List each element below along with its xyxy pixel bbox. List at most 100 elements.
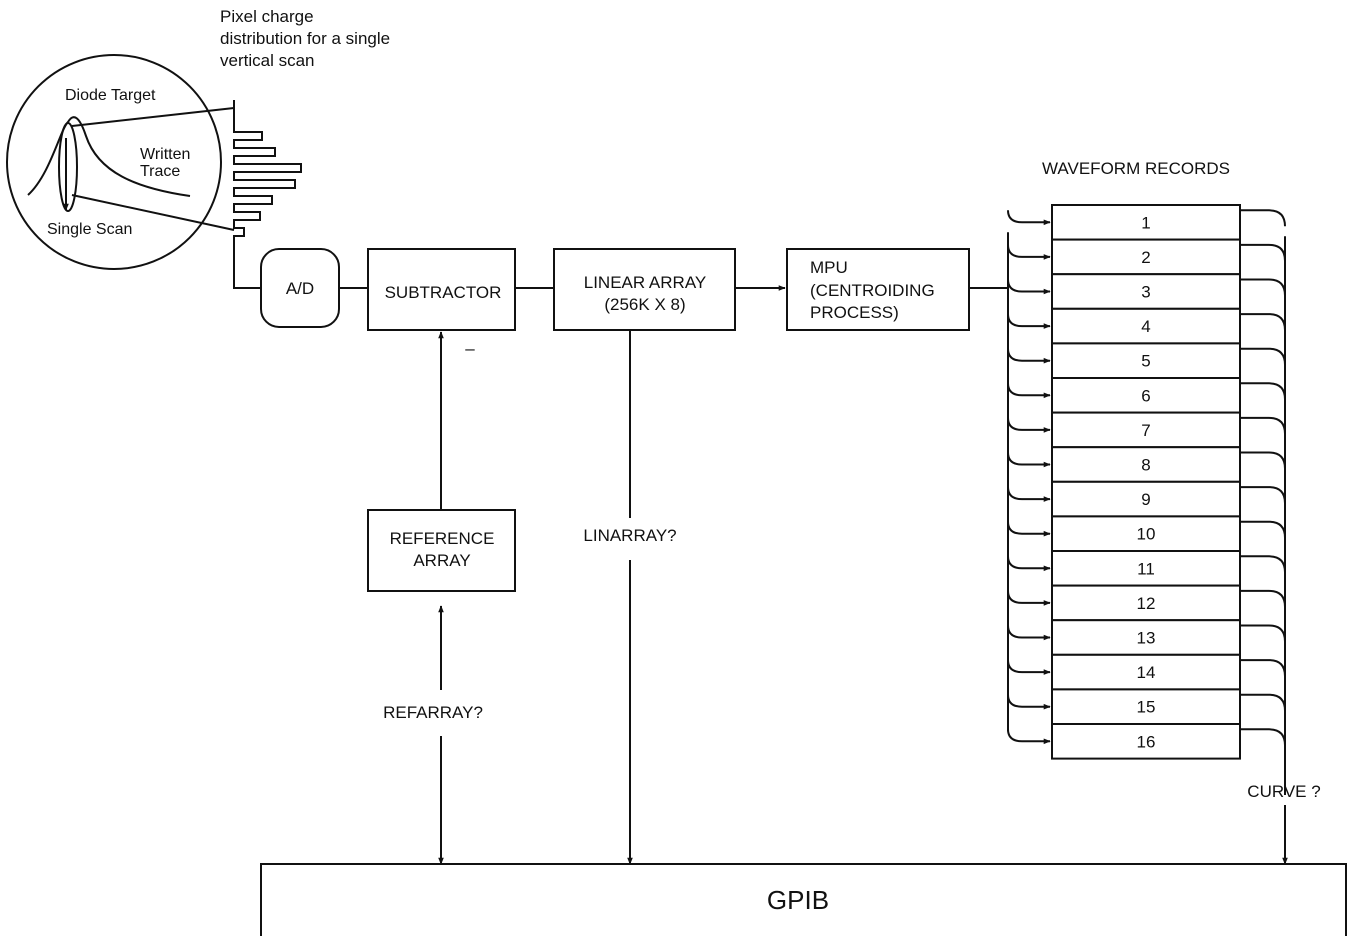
waveform-record-row <box>1051 584 1241 622</box>
single-scan-ellipse <box>58 122 78 212</box>
written-trace-label-2: Trace <box>140 163 180 180</box>
waveform-record-label: 9 <box>1141 490 1150 509</box>
waveform-record-row <box>1051 238 1241 276</box>
annotation-line-3: vertical scan <box>220 51 314 70</box>
waveform-record-label: 12 <box>1137 594 1156 613</box>
linarray-query-label: LINARRAY? <box>583 526 676 545</box>
waveform-record-row <box>1051 619 1241 656</box>
diode-target-label: Diode Target <box>65 87 156 104</box>
waveform-output-line <box>1240 693 1286 711</box>
signal-connectors <box>339 285 1008 510</box>
mpu-label-1: MPU <box>810 258 848 277</box>
gpib-block: GPIB <box>260 863 1347 936</box>
waveform-record-label: 15 <box>1137 698 1156 717</box>
linear-array-block: LINEAR ARRAY (256K X 8) <box>553 248 736 331</box>
waveform-record-label: 1 <box>1141 213 1150 232</box>
waveform-feed-arrow <box>1007 210 1051 226</box>
waveform-record-label: 8 <box>1141 456 1150 475</box>
projection-line-bottom <box>71 194 235 231</box>
diode-target: Diode Target Written Trace Single Scan <box>6 54 235 270</box>
waveform-output-line <box>1240 555 1286 573</box>
gpib-label: GPIB <box>767 885 829 915</box>
pixel-charge-annotation: Pixel charge distribution for a single v… <box>220 7 390 70</box>
annotation-line-1: Pixel charge <box>220 7 314 26</box>
waveform-feed-arrow <box>1007 314 1051 329</box>
waveform-output-line <box>1240 416 1286 434</box>
waveform-output-line <box>1240 278 1286 296</box>
ad-converter-label: A/D <box>286 279 314 298</box>
linear-array-label-2: (256K X 8) <box>604 295 685 314</box>
waveform-record-row <box>1051 377 1241 414</box>
waveform-feed-lines <box>1007 209 1286 795</box>
subtractor-minus-sign: – <box>465 339 475 358</box>
waveform-record-row <box>1051 688 1241 726</box>
waveform-feed-arrow <box>1007 348 1051 364</box>
waveform-record-label: 4 <box>1141 317 1150 336</box>
waveform-feed-arrow <box>1007 521 1051 537</box>
waveform-feed-arrow <box>1007 244 1051 260</box>
reference-array-block: REFERENCE ARRAY <box>367 509 516 592</box>
waveform-feed-arrow <box>1007 660 1051 675</box>
refarray-query-label: REFARRAY? <box>383 703 483 722</box>
waveform-output-line <box>1240 382 1286 400</box>
waveform-record-label: 3 <box>1141 283 1150 302</box>
gpib-box <box>260 863 1347 936</box>
linear-array-label-1: LINEAR ARRAY <box>584 273 707 292</box>
mpu-label-2: (CENTROIDING <box>810 281 935 300</box>
subtractor-box <box>367 248 516 331</box>
ad-converter-block: A/D <box>260 248 340 328</box>
annotation-line-2: distribution for a single <box>220 29 390 48</box>
histogram-profile <box>233 100 302 289</box>
waveform-output-line <box>1240 347 1286 365</box>
waveform-feed-arrow <box>1007 279 1051 295</box>
reference-array-box <box>367 509 516 592</box>
written-trace-curve <box>27 116 191 197</box>
waveform-record-label: 5 <box>1141 352 1150 371</box>
mpu-block: MPU (CENTROIDING PROCESS) <box>786 248 970 331</box>
waveform-output-line <box>1240 520 1286 538</box>
waveform-feed-arrow <box>1007 417 1051 433</box>
waveform-record-label: 11 <box>1137 559 1155 578</box>
subtractor-label: SUBTRACTOR <box>385 283 502 302</box>
waveform-record-row <box>1051 550 1241 587</box>
waveform-record-label: 14 <box>1137 663 1156 682</box>
waveform-feed-arrow <box>1007 694 1051 710</box>
waveform-feed-arrow <box>1007 625 1051 641</box>
pixel-charge-histogram <box>233 100 302 289</box>
waveform-output-line <box>1240 589 1286 607</box>
waveform-record-label: 2 <box>1141 248 1150 267</box>
waveform-record-row <box>1051 515 1241 553</box>
waveform-feed-arrow <box>1007 590 1051 606</box>
waveform-output-line <box>1240 243 1286 261</box>
diode-target-circle <box>6 54 222 270</box>
subtractor-block: SUBTRACTOR – <box>367 248 516 358</box>
linear-array-box <box>553 248 736 331</box>
projection-line-top <box>71 107 235 127</box>
waveform-record-row <box>1051 723 1241 760</box>
waveform-output-line <box>1240 728 1286 746</box>
waveform-record-label: 13 <box>1137 629 1156 648</box>
waveform-output-line <box>1240 659 1286 677</box>
waveform-record-label: 7 <box>1141 421 1150 440</box>
waveform-feed-arrow <box>1007 452 1051 468</box>
waveform-records-title: WAVEFORM RECORDS <box>1042 159 1230 178</box>
mpu-box <box>786 248 970 331</box>
waveform-output-line <box>1240 486 1286 504</box>
waveform-output-line <box>1240 209 1286 227</box>
waveform-feed-arrow <box>1007 556 1051 572</box>
waveform-output-line <box>1240 451 1286 469</box>
waveform-feed-arrow <box>1007 383 1051 399</box>
waveform-record-row <box>1051 480 1241 518</box>
waveform-feed-arrow <box>1007 487 1051 502</box>
waveform-record-label: 10 <box>1137 525 1156 544</box>
single-scan-label: Single Scan <box>47 221 132 238</box>
reference-array-label-1: REFERENCE <box>390 529 495 548</box>
waveform-output-line <box>1240 624 1286 642</box>
reference-array-label-2: ARRAY <box>413 551 470 570</box>
waveform-output-line <box>1240 313 1286 331</box>
waveform-record-row <box>1051 411 1241 449</box>
waveform-feed-arrow <box>1007 729 1051 745</box>
written-trace-label-1: Written <box>140 146 190 163</box>
waveform-record-label: 16 <box>1137 732 1156 751</box>
